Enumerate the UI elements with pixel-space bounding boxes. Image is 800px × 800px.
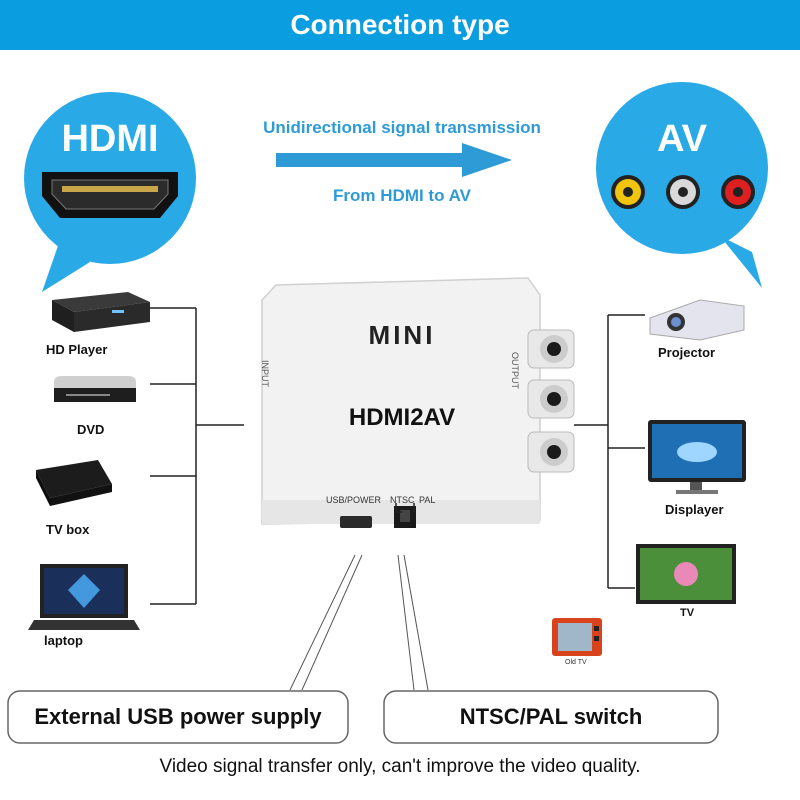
converter-rca-ports [527, 329, 575, 473]
device-label-laptop: laptop [44, 633, 83, 648]
dvd-player-icon [54, 376, 136, 402]
input-connector-lines [150, 307, 244, 605]
device-label-old-tv: Old TV [565, 659, 587, 666]
hdmi-port-icon [42, 172, 178, 218]
device-label-dvd: DVD [77, 422, 105, 437]
av-label: AV [657, 118, 707, 160]
page-title: Connection type [290, 9, 510, 40]
footer-note: Video signal transfer only, can't improv… [159, 756, 641, 777]
monitor-icon [648, 420, 746, 494]
ntsc-pal-callout: NTSC/PAL switch [459, 704, 643, 729]
old-tv-icon [552, 618, 602, 656]
ntsc-label: NTSC [390, 495, 415, 505]
converter-box [261, 277, 541, 528]
usb-callout-box [7, 690, 349, 744]
converter-brand: MINI [368, 320, 436, 350]
direction-text: From HDMI to AV [333, 186, 471, 205]
header-bar [0, 0, 800, 50]
device-label-displayer: Displayer [665, 502, 724, 517]
usb-port-label: USB/POWER [326, 495, 382, 505]
switch-callout-box [383, 690, 719, 744]
usb-power-callout: External USB power supply [34, 704, 322, 729]
hdmi-label: HDMI [61, 118, 159, 160]
usb-port-icon [340, 516, 372, 528]
device-label-tv: TV [680, 607, 695, 619]
device-label-projector: Projector [658, 345, 716, 360]
tv-box-icon [36, 460, 112, 506]
converter-output-label: OUTPUT [510, 352, 520, 389]
tv-icon [636, 544, 736, 604]
device-label-tv-box: TV box [46, 522, 90, 537]
transmission-text: Unidirectional signal transmission [263, 118, 541, 137]
av-bubble [596, 82, 768, 288]
rca-jacks-icon [611, 175, 755, 209]
pal-label: PAL [419, 495, 436, 505]
callout-leader-lines [289, 554, 429, 691]
projector-icon [649, 299, 745, 341]
device-label-hd-player: HD Player [46, 342, 108, 357]
output-connector-lines [574, 314, 645, 589]
converter-input-label: INPUT [260, 360, 270, 387]
hd-player-icon [52, 292, 150, 332]
direction-arrow-icon [276, 143, 512, 177]
converter-model: HDMI2AV [348, 404, 456, 431]
laptop-icon [28, 564, 140, 630]
